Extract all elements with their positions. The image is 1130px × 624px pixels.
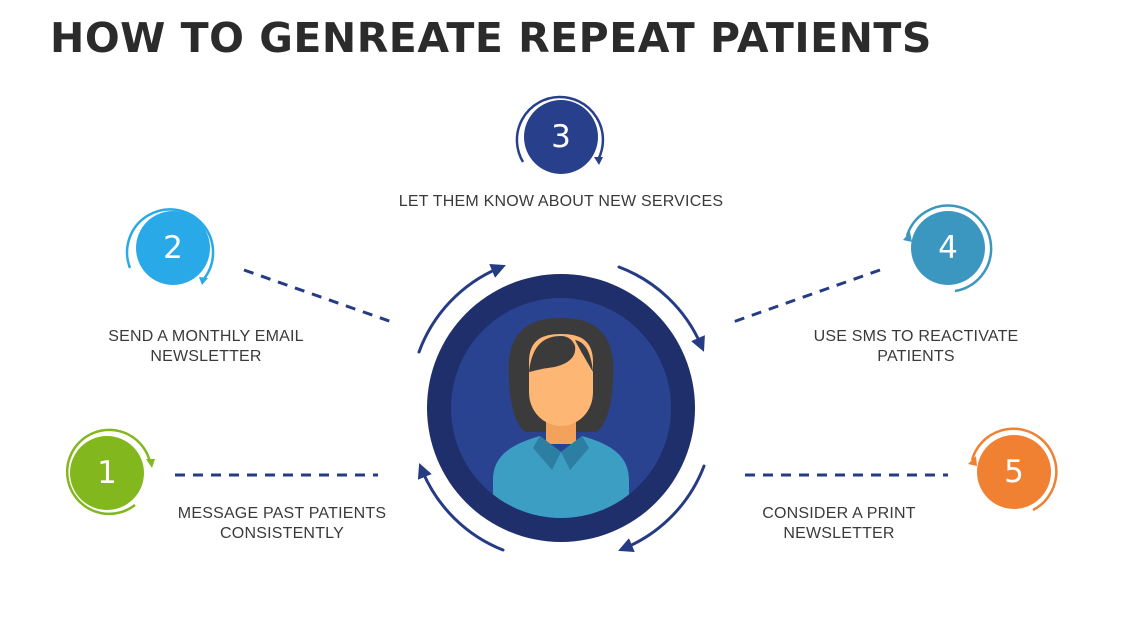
person-avatar-icon — [493, 318, 629, 518]
step-1-badge — [70, 436, 144, 510]
step-3-ring — [515, 95, 605, 163]
step-5: 5 — [968, 427, 1058, 512]
step-5-number: 5 — [1004, 454, 1024, 490]
step-3-arrowhead — [594, 157, 603, 165]
step-1-number: 1 — [97, 455, 117, 491]
step-1-ring — [65, 428, 152, 516]
step-4-label: USE SMS TO REACTIVATE PATIENTS — [813, 328, 1019, 365]
step-3-badge — [524, 100, 598, 174]
page-title: HOW TO GENREATE REPEAT PATIENTS — [50, 14, 932, 62]
step-3: 3 — [515, 95, 605, 174]
step-2-number: 2 — [163, 230, 183, 266]
step-2-label: SEND A MONTHLY EMAIL NEWSLETTER — [108, 328, 304, 365]
step-4-ring — [905, 204, 993, 293]
step-4-badge — [911, 211, 985, 285]
step-2-ring — [125, 208, 215, 281]
cycle-arrow-top-right — [617, 265, 705, 352]
step-3-number: 3 — [551, 119, 571, 155]
step-4-arrowhead — [903, 232, 912, 242]
step-2-arrowhead — [199, 277, 208, 285]
cycle-arrow-top-left — [417, 263, 506, 354]
step-3-label: LET THEM KNOW ABOUT NEW SERVICES — [398, 193, 724, 210]
cycle-arrows — [417, 263, 706, 552]
step-5-badge — [977, 435, 1051, 509]
step-4: 4 — [903, 204, 993, 293]
step-1-label: MESSAGE PAST PATIENTS CONSISTENTLY — [177, 505, 387, 542]
connector-step-4 — [732, 268, 881, 324]
step-2: 2 — [125, 208, 215, 285]
connector-lines — [175, 268, 948, 477]
center-avatar — [427, 274, 695, 542]
step-5-arrowhead — [968, 456, 977, 466]
step-2-badge — [136, 211, 210, 285]
step-1-arrowhead — [146, 459, 155, 468]
step-5-label: CONSIDER A PRINT NEWSLETTER — [762, 505, 916, 542]
step-5-ring — [970, 427, 1058, 512]
cycle-arrow-bottom-right — [618, 464, 706, 552]
cycle-arrow-bottom-left — [417, 463, 505, 552]
step-4-number: 4 — [938, 230, 958, 266]
connector-step-2 — [243, 268, 393, 324]
step-1: 1 — [65, 428, 155, 516]
